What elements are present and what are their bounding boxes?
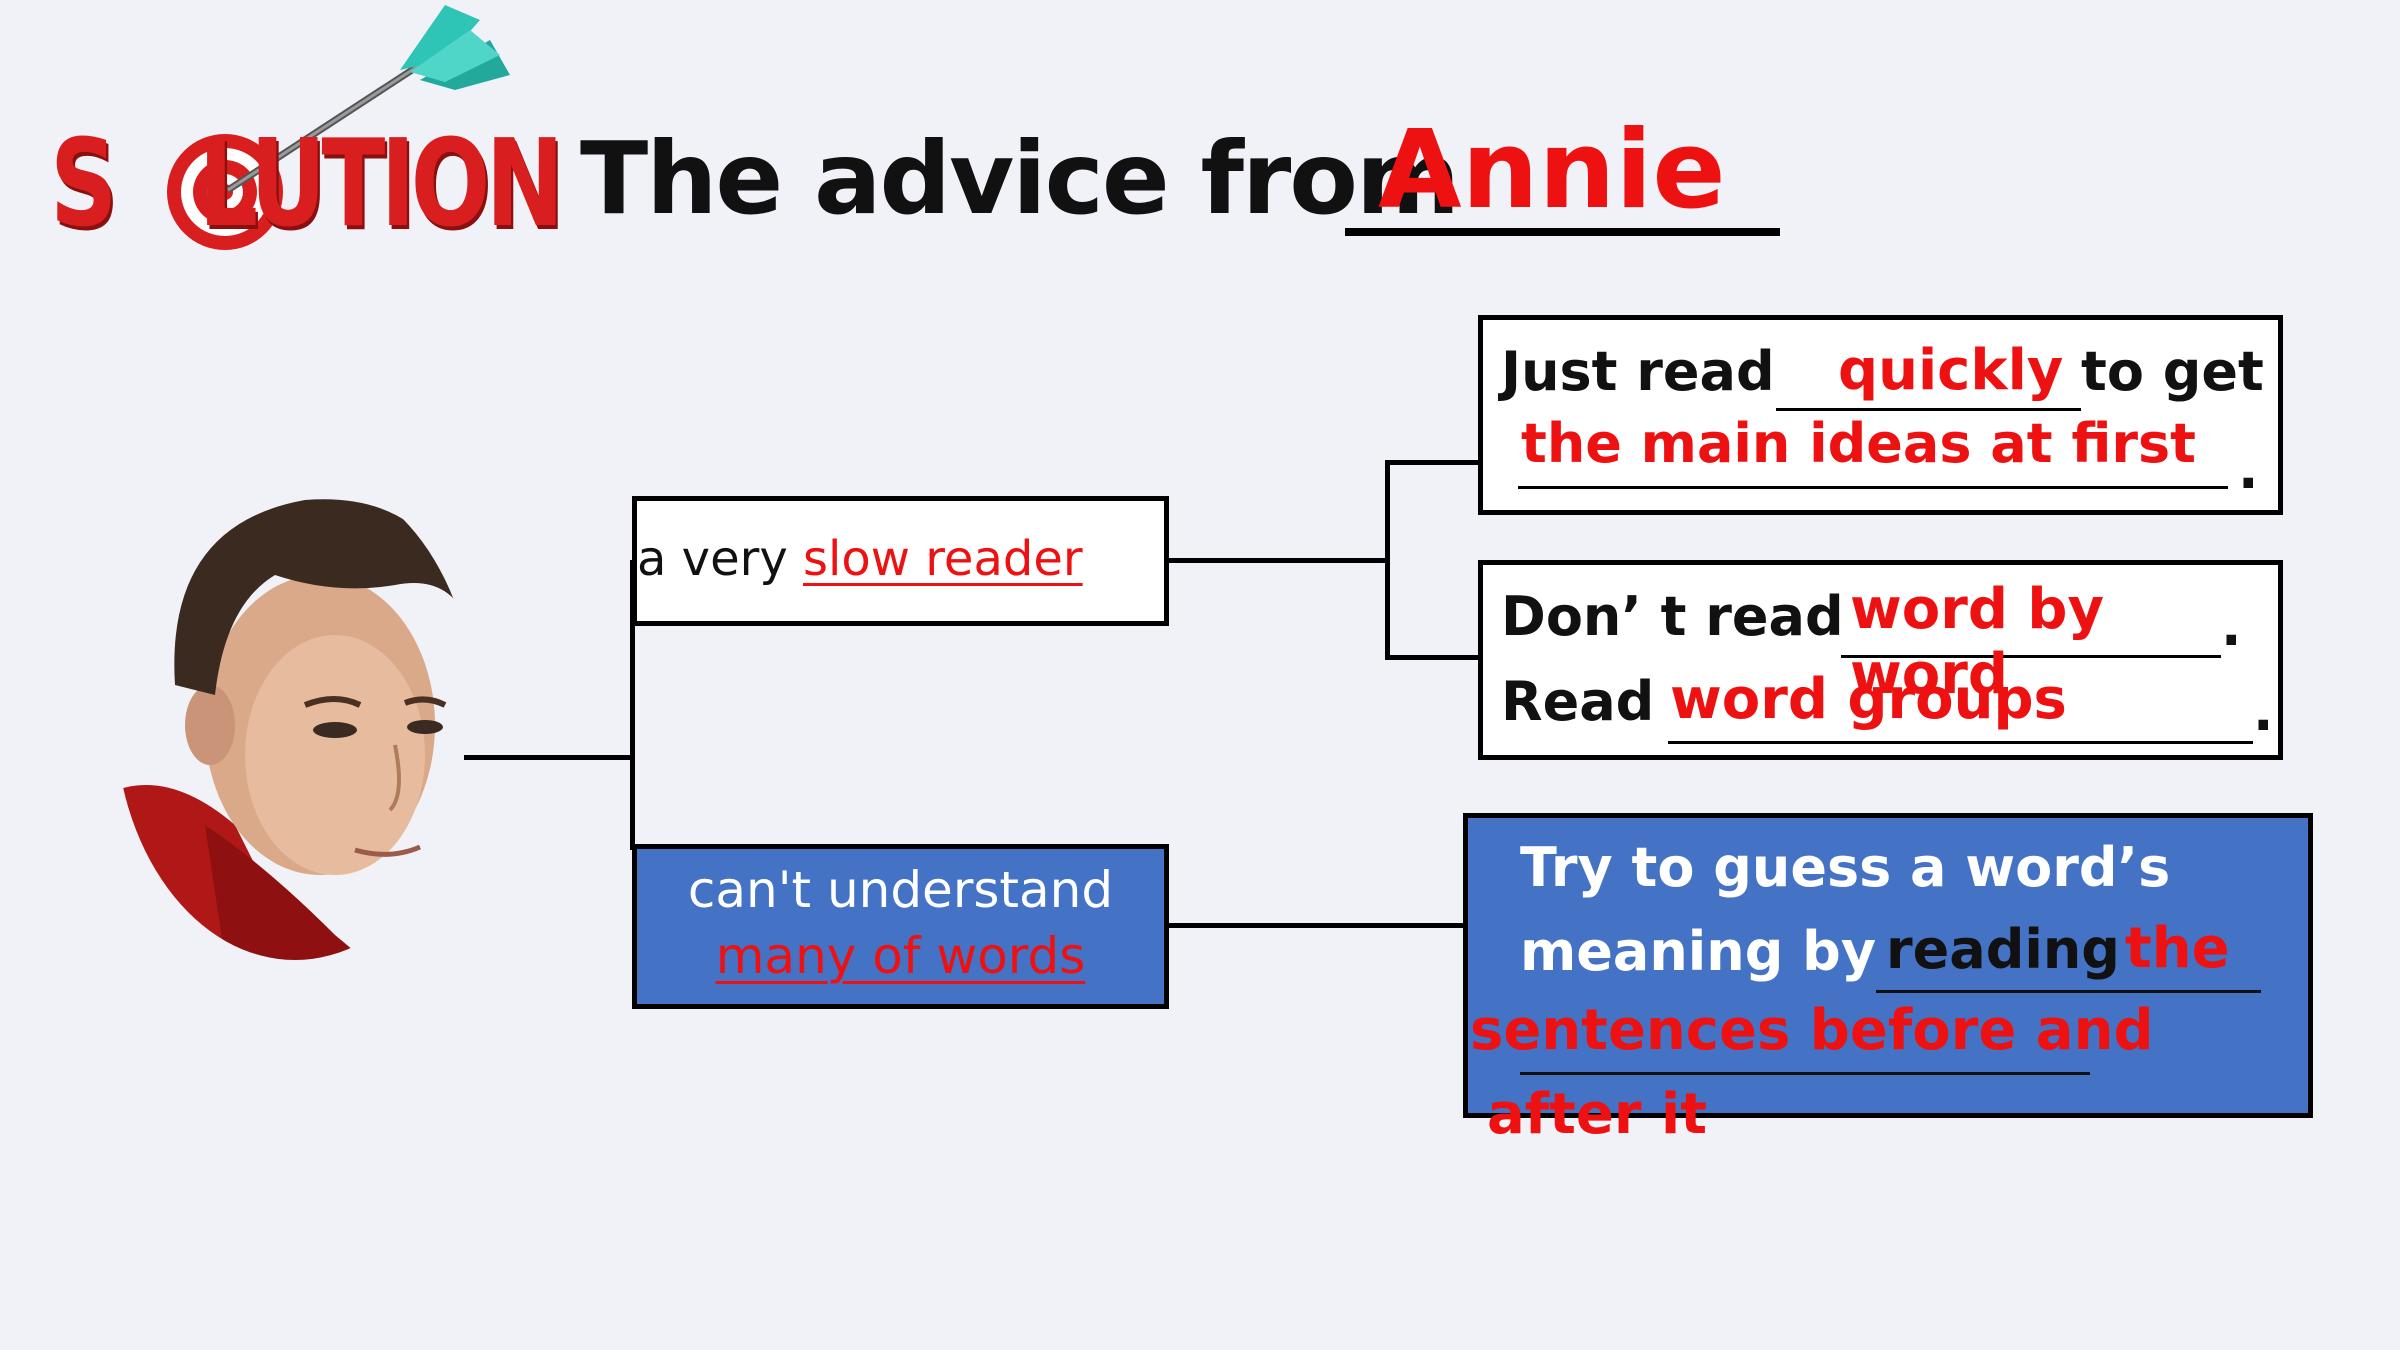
connector-tip2 bbox=[1385, 655, 1480, 660]
problem-many-words-box: can't understand many of words bbox=[632, 844, 1169, 1009]
tip-2-text-1: Don’ t read bbox=[1501, 585, 1844, 648]
target-icon bbox=[167, 134, 283, 250]
connector-tips-vertical bbox=[1385, 460, 1390, 660]
tip-3-answer-3: sentences before and bbox=[1470, 998, 2154, 1063]
tip-3-text-2: meaning by bbox=[1520, 920, 1877, 983]
tip-3-answer-4: after it bbox=[1487, 1082, 1707, 1147]
tip-1-answer-1: quickly bbox=[1838, 338, 2064, 403]
title-answer: Annie bbox=[1378, 108, 1726, 233]
problem-slow-reader-box: a very slow reader bbox=[632, 496, 1169, 626]
tip-1-text-2: to get bbox=[2081, 340, 2264, 403]
tip-2-blank-1 bbox=[1841, 655, 2221, 658]
connector-tip1 bbox=[1385, 460, 1480, 465]
problem-2-answer: many of words bbox=[715, 927, 1086, 985]
tip-1-blank-2 bbox=[1518, 486, 2228, 489]
tip-2-answer-1: word by word bbox=[1850, 577, 2104, 707]
tip-3-answer-1: reading bbox=[1886, 918, 2120, 981]
tip-2-end-1: . bbox=[2221, 595, 2242, 658]
tip-guess-meaning-box: Try to guess a word’s meaning by reading… bbox=[1463, 813, 2313, 1118]
tip-3-line-1: Try to guess a word’s bbox=[1520, 836, 2171, 899]
connector-avatar bbox=[464, 755, 634, 760]
problem-1-prefix: a very bbox=[637, 531, 804, 587]
tip-3-answer-2: the bbox=[2125, 916, 2230, 981]
solution-logo bbox=[167, 5, 510, 250]
tip-3-blank-2 bbox=[1520, 1072, 2090, 1075]
tip-1-text-1: Just read bbox=[1501, 340, 1775, 403]
connector-trunk bbox=[630, 560, 635, 850]
tip-2-text-2: Read bbox=[1501, 670, 1655, 733]
boy-avatar bbox=[115, 470, 475, 960]
problem-1-answer: slow reader bbox=[803, 531, 1083, 587]
tip-1-answer-2: the main ideas at first bbox=[1521, 412, 2196, 475]
title-prefix: The advice from bbox=[580, 120, 1460, 237]
title-blank bbox=[1345, 228, 1780, 236]
tip-3-blank-1 bbox=[1876, 990, 2261, 993]
connector-words-to-tip3 bbox=[1168, 923, 1465, 928]
arrow-icon bbox=[226, 5, 510, 193]
tip-read-quickly-box: Just read quickly to get the main ideas … bbox=[1478, 315, 2283, 515]
tip-2-end-2: . bbox=[2253, 680, 2274, 743]
tip-1-end: . bbox=[2238, 438, 2259, 501]
tip-2-answer-2: word groups bbox=[1670, 667, 2067, 732]
tip-word-groups-box: Don’ t read word by word . Read word gro… bbox=[1478, 560, 2283, 760]
problem-2-line1: can't understand bbox=[687, 861, 1114, 919]
tip-2-blank-2 bbox=[1668, 741, 2253, 744]
tip-1-blank-1 bbox=[1776, 408, 2081, 411]
connector-slow-to-tips bbox=[1165, 558, 1390, 563]
